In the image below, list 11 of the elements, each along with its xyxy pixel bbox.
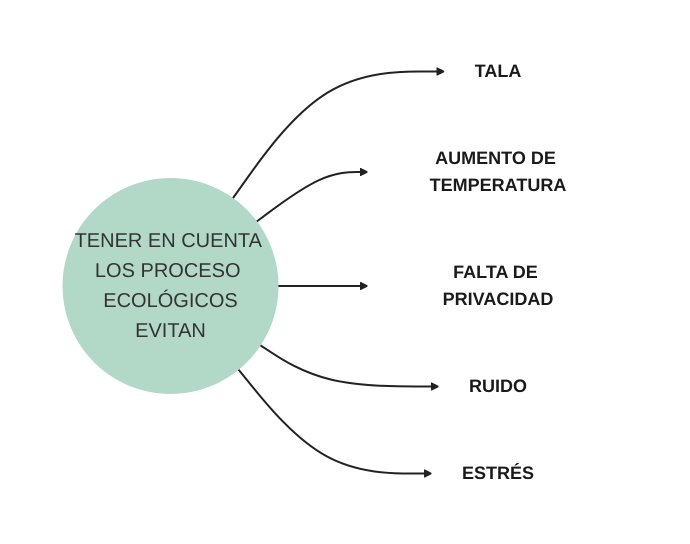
node-text: RUIDO [468, 376, 526, 396]
node-text: TALA [474, 60, 521, 80]
node-text: AUMENTO DE TEMPERATURA [429, 148, 566, 194]
node-text: FALTA DE PRIVACIDAD [442, 262, 553, 308]
arrow [256, 167, 368, 222]
arrow [278, 281, 368, 290]
arrow [237, 368, 432, 478]
arrow [231, 66, 445, 198]
arrow [259, 344, 439, 390]
node-text: ESTRÉS [461, 462, 534, 482]
node-circle: TENER EN CUENTA LOS PROCESO ECOLÓGICOS EVITAN [62, 178, 278, 394]
